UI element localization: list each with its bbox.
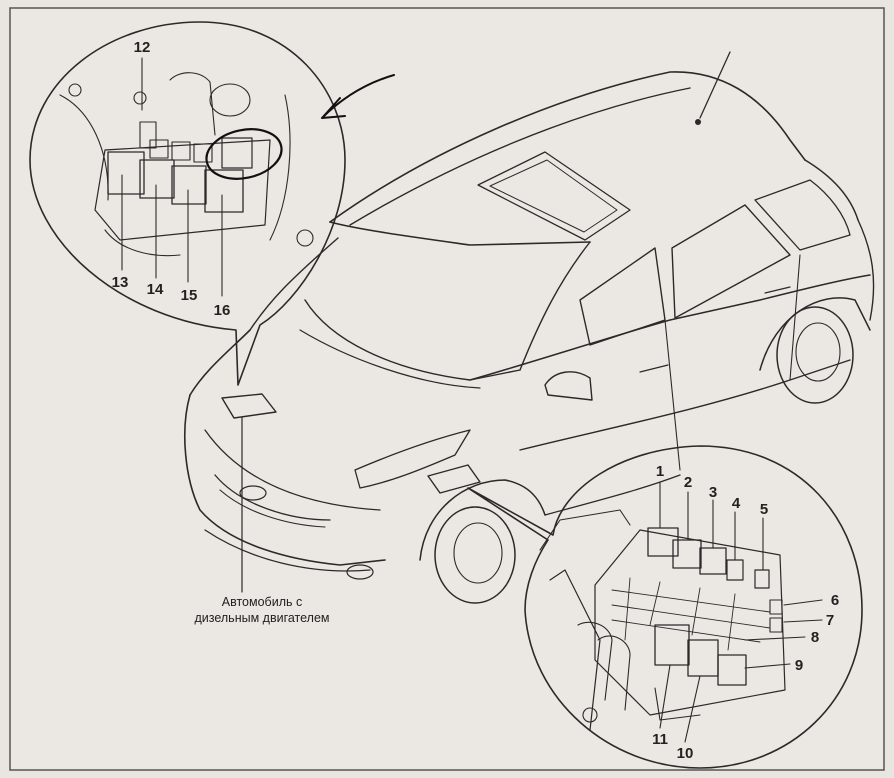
rear-wheel bbox=[776, 306, 854, 404]
callout-9: 9 bbox=[795, 657, 803, 674]
callout-3: 3 bbox=[709, 484, 717, 501]
car-outline bbox=[184, 71, 875, 604]
brand-logo-icon bbox=[239, 485, 267, 501]
callout-1: 1 bbox=[656, 463, 664, 480]
callout-13: 13 bbox=[112, 274, 129, 291]
relay-block-upper bbox=[59, 72, 314, 257]
highlight-ellipse bbox=[205, 128, 283, 180]
callout-6: 6 bbox=[831, 592, 839, 609]
fuse-box-lower bbox=[539, 509, 786, 731]
engine-fuse-box-marker bbox=[221, 393, 277, 419]
callout-16: 16 bbox=[214, 302, 231, 319]
lower-callout-circle: 1 2 3 4 5 6 7 8 9 10 11 bbox=[467, 445, 863, 769]
callout-10: 10 bbox=[677, 745, 694, 762]
upper-callout-circle: 12 13 14 15 16 bbox=[29, 21, 395, 386]
callout-11: 11 bbox=[652, 731, 668, 748]
interior-fuse-box-marker bbox=[427, 464, 481, 494]
callout-4: 4 bbox=[732, 495, 741, 512]
caption-line-2: дизельным двигателем bbox=[194, 611, 329, 625]
callout-5: 5 bbox=[760, 501, 768, 518]
callout-2: 2 bbox=[684, 474, 692, 491]
handdrawn-arrow-icon bbox=[321, 74, 395, 119]
callout-14: 14 bbox=[147, 281, 164, 298]
callout-15: 15 bbox=[181, 287, 198, 304]
callout-12: 12 bbox=[134, 39, 151, 56]
callout-8: 8 bbox=[811, 629, 819, 646]
caption-line-1: Автомобиль с bbox=[222, 595, 302, 609]
front-wheel bbox=[434, 506, 516, 604]
callout-7: 7 bbox=[826, 612, 834, 629]
